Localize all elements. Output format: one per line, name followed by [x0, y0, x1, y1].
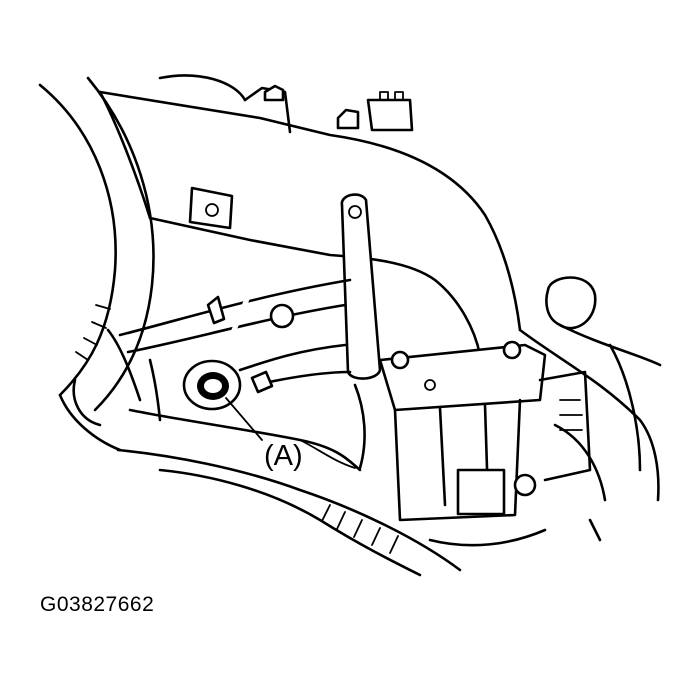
right-hoses	[518, 276, 662, 542]
linkage-rods	[118, 278, 352, 394]
callout-label-a: (A)	[264, 440, 303, 472]
support-bracket	[340, 193, 382, 380]
throttle-body	[378, 340, 592, 522]
left-hose	[38, 76, 155, 452]
callout-leaders	[225, 397, 356, 469]
wrench-tool	[182, 265, 263, 411]
intake-manifold	[98, 74, 522, 357]
lower-harness	[72, 328, 547, 577]
figure-id: G03827662	[40, 593, 155, 616]
